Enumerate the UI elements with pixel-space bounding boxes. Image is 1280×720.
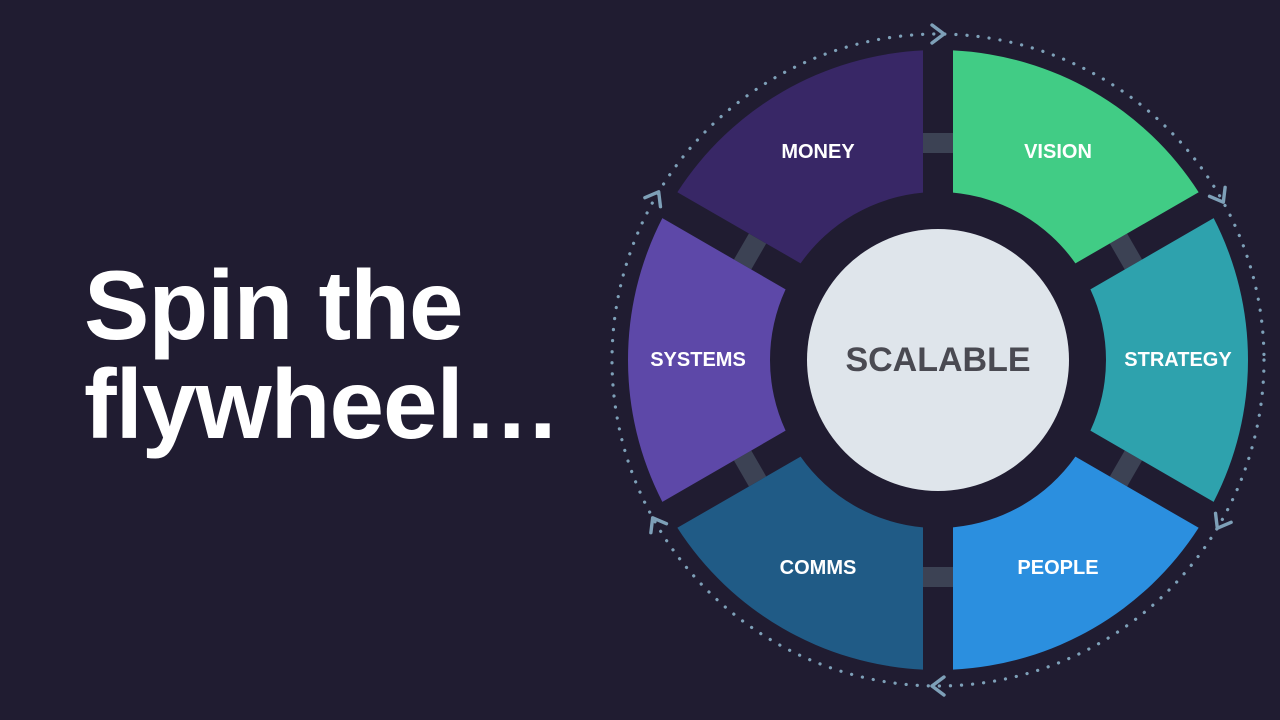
segment-people-label: PEOPLE (1017, 557, 1098, 579)
headline-line-1: Spin the (84, 250, 464, 360)
orbit-ring (610, 23, 1266, 697)
orbit-arrow-icon (1207, 185, 1227, 204)
headline-line-2: flywheel… (84, 349, 561, 459)
segment-money: MONEY (677, 50, 923, 264)
hub-circle (807, 229, 1069, 491)
orbit-dotted-ring (610, 32, 1266, 688)
segment-comms: COMMS (677, 456, 923, 670)
segment-systems-label: SYSTEMS (650, 349, 746, 371)
segment-money-shape (677, 50, 923, 264)
segment-strategy-shape (1090, 218, 1248, 502)
segment-systems: SYSTEMS (628, 218, 786, 502)
segment-comms-shape (677, 456, 923, 670)
segment-people: PEOPLE (953, 456, 1199, 670)
headline: Spin the flywheel… (84, 250, 561, 459)
segment-money-label: MONEY (781, 141, 855, 163)
orbit-arrow-icon (649, 516, 669, 535)
hub-label: SCALABLE (845, 341, 1030, 379)
segment-strategy-label: STRATEGY (1124, 349, 1232, 371)
segment-comms-label: COMMS (780, 557, 857, 579)
segment-connector (733, 233, 767, 270)
orbit-arrow-icon (930, 23, 946, 45)
segment-connector (923, 133, 953, 153)
orbit-arrow-icon (643, 190, 663, 209)
connectors (733, 133, 1143, 587)
segment-people-shape (953, 456, 1199, 670)
segments: VISION STRATEGY PEOPLE COMMS SYSTEMS MONEY (628, 50, 1248, 670)
segment-vision-label: VISION (1024, 141, 1092, 163)
orbit-arrow-icon (1213, 511, 1233, 530)
segment-connector (1109, 450, 1143, 487)
segment-connector (733, 450, 767, 487)
segment-connector (923, 567, 953, 587)
segment-connector (1109, 233, 1143, 270)
orbit-arrow-icon (930, 675, 946, 697)
segment-systems-shape (628, 218, 786, 502)
segment-vision: VISION (953, 50, 1199, 264)
segment-vision-shape (953, 50, 1199, 264)
hub: SCALABLE (807, 229, 1069, 491)
segment-strategy: STRATEGY (1090, 218, 1248, 502)
